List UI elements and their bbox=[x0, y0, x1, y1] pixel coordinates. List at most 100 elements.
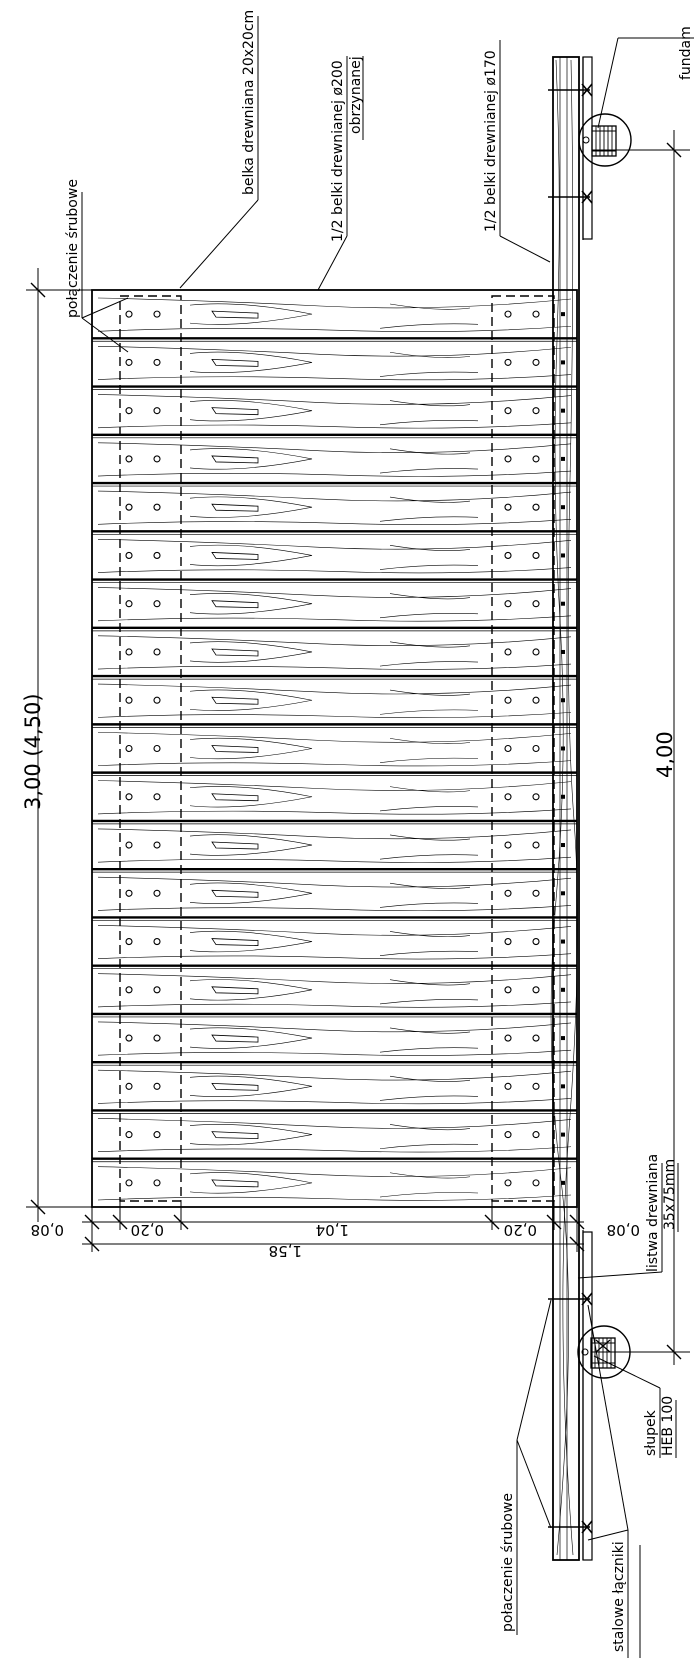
bolt-hole bbox=[532, 696, 540, 704]
bolt-hole bbox=[532, 310, 540, 318]
bolt-hole bbox=[532, 407, 540, 415]
beam-20x20-label: belka drewniana 20x20cm bbox=[241, 10, 257, 195]
dimension-length-main: 3,00 (4,50) bbox=[21, 693, 45, 810]
bolt-hole bbox=[532, 889, 540, 897]
bolt-hole bbox=[532, 358, 540, 366]
dimension-width-total: 1,58 bbox=[269, 1242, 302, 1260]
deck-plank bbox=[92, 385, 577, 429]
bolt-hole bbox=[125, 600, 133, 608]
girder-bolt bbox=[561, 456, 565, 461]
bolt-hole bbox=[532, 744, 540, 753]
bolt-hole bbox=[125, 1034, 133, 1042]
bolt-hole bbox=[153, 551, 161, 559]
dimension-length-total: 4,00 bbox=[653, 731, 677, 778]
bolt-hole bbox=[532, 503, 540, 511]
dimension-lines bbox=[26, 130, 690, 1365]
bolt-hole bbox=[125, 1179, 133, 1187]
bolt-hole bbox=[532, 455, 540, 463]
bolt-hole bbox=[153, 648, 161, 656]
bolt-hole bbox=[504, 503, 512, 511]
bolt-hole bbox=[153, 841, 161, 849]
post-label-2: HEB 100 bbox=[660, 1396, 676, 1456]
bolt-hole bbox=[532, 1179, 540, 1187]
wood-strip-label-2: 35x75mm bbox=[662, 1159, 678, 1230]
bolt-hole bbox=[153, 986, 161, 994]
girder-bolt bbox=[561, 360, 565, 365]
bolt-hole bbox=[153, 1034, 161, 1042]
dimension-edge-top: 0,08 bbox=[31, 1221, 64, 1239]
girder-bolt bbox=[561, 408, 565, 413]
post-label: słupek bbox=[643, 1409, 659, 1456]
deck-plank bbox=[92, 723, 577, 767]
bolt-hole bbox=[153, 889, 161, 897]
bolt-hole bbox=[532, 1034, 540, 1042]
support-top bbox=[548, 56, 632, 240]
deck-planks bbox=[92, 297, 577, 1201]
girder-bolt bbox=[561, 505, 565, 510]
bolt-hole bbox=[153, 503, 161, 511]
dimension-edge-bottom: 0,08 bbox=[607, 1221, 640, 1239]
bolt-hole bbox=[504, 793, 512, 801]
girder-bolt bbox=[561, 698, 565, 703]
bolt-hole bbox=[504, 600, 512, 608]
bolt-hole bbox=[153, 793, 161, 801]
girder-bolt bbox=[561, 1036, 565, 1041]
bolt-hole bbox=[504, 889, 512, 897]
bolt-connection-label-bottom: połaczenie śrubowe bbox=[500, 1493, 516, 1632]
deck-plank bbox=[92, 771, 577, 815]
bolt-hole bbox=[532, 551, 540, 559]
bolt-hole bbox=[504, 1179, 512, 1187]
bolt-hole bbox=[125, 1131, 133, 1139]
bolt-hole bbox=[153, 358, 161, 366]
girder-bolt bbox=[561, 1132, 565, 1137]
bolt-hole bbox=[532, 1131, 540, 1139]
girder-bolt bbox=[561, 601, 565, 606]
bolt-hole bbox=[125, 793, 133, 801]
foundation-label: fundam bbox=[678, 26, 694, 80]
bolt-hole bbox=[504, 648, 512, 656]
bolt-hole bbox=[504, 310, 512, 318]
girder-bolt bbox=[561, 843, 565, 848]
bolt-hole bbox=[153, 310, 161, 318]
bolt-hole bbox=[504, 1082, 512, 1090]
girder-bolt bbox=[561, 1180, 565, 1185]
bolt-hole bbox=[504, 407, 512, 415]
bolt-hole bbox=[532, 648, 540, 656]
bolt-hole bbox=[153, 407, 161, 415]
girder-bolt bbox=[561, 794, 565, 799]
bolt-hole bbox=[153, 938, 161, 946]
deck-outline bbox=[91, 289, 578, 1208]
deck-plank bbox=[92, 578, 577, 622]
dimension-end-top: 0,20 bbox=[131, 1221, 164, 1239]
bolt-hole bbox=[125, 889, 133, 897]
cross-beam-left bbox=[119, 295, 182, 1202]
deck-plank bbox=[92, 1109, 577, 1153]
dimension-middle: 1,04 bbox=[316, 1221, 349, 1239]
bolt-hole bbox=[125, 744, 133, 753]
bolt-hole bbox=[153, 744, 161, 753]
label-underlines bbox=[362, 56, 679, 1658]
girder-bolt bbox=[561, 746, 565, 751]
girder-bolt bbox=[561, 553, 565, 558]
half-log-200-label-2: obrzynanej bbox=[348, 56, 364, 134]
bolt-hole bbox=[125, 503, 133, 511]
girder-bolt bbox=[561, 1084, 565, 1089]
girder-bolt bbox=[561, 939, 565, 944]
dimension-end-bottom: 0,20 bbox=[504, 1221, 537, 1239]
bolt-hole bbox=[153, 696, 161, 704]
bolt-hole bbox=[532, 793, 540, 801]
deck-plank bbox=[92, 964, 577, 1008]
girder-bolt-row bbox=[561, 312, 565, 1185]
bolt-hole bbox=[153, 1082, 161, 1090]
bolt-hole bbox=[153, 600, 161, 608]
bolt-hole bbox=[504, 1034, 512, 1042]
deck-plank bbox=[97, 297, 572, 332]
bolt-hole bbox=[504, 744, 512, 753]
deck-plank bbox=[92, 626, 577, 670]
bolt-hole bbox=[153, 455, 161, 463]
bolt-hole bbox=[125, 358, 133, 366]
bolt-hole bbox=[125, 986, 133, 994]
wood-strip-label: listwa drewniana bbox=[645, 1154, 661, 1272]
girder-bolt bbox=[561, 312, 565, 317]
